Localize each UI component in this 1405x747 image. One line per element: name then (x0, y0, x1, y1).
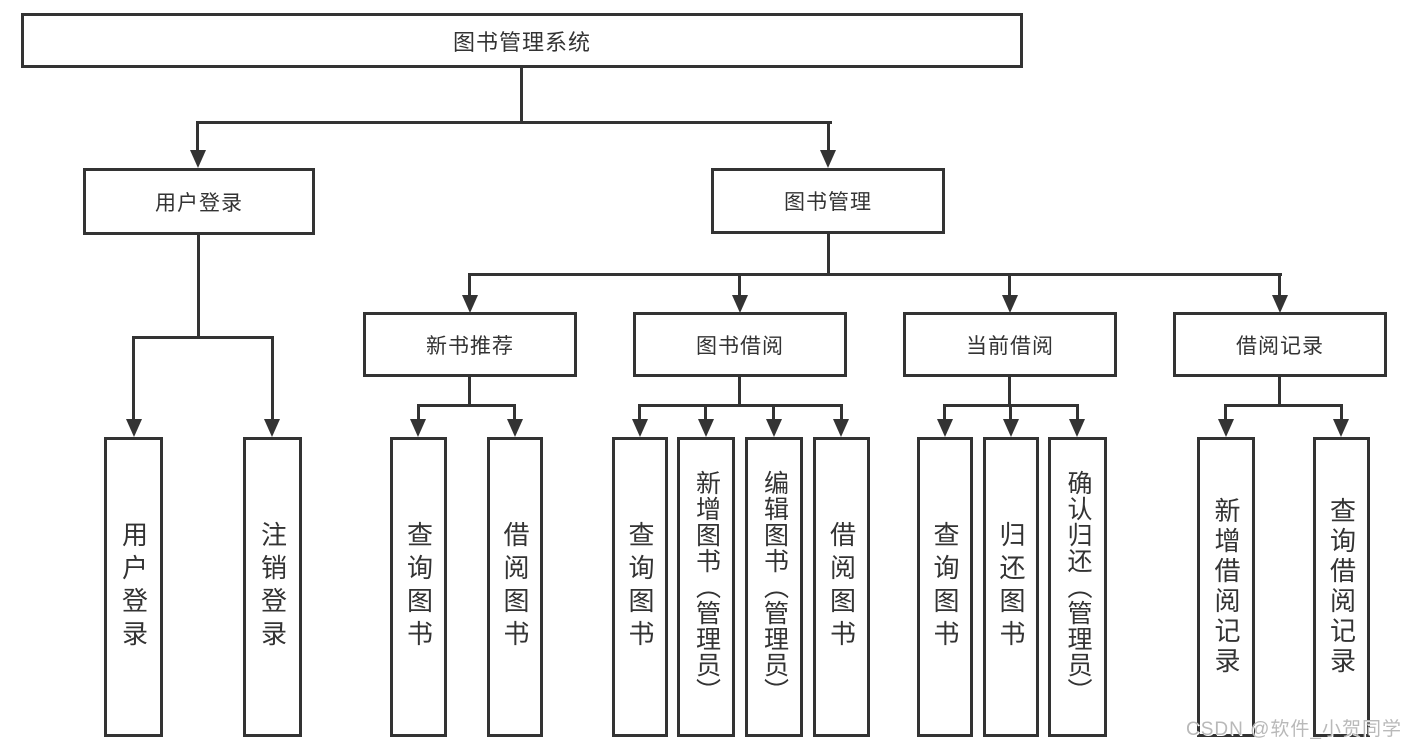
arrow-down-icon (1069, 419, 1085, 437)
watermark: CSDN @软件_小贺同学 (1186, 719, 1402, 740)
node-current-borrow: 当前借阅 (903, 312, 1117, 377)
leaf-query-books-current: 查询图书 (917, 437, 973, 737)
connector-group-stem (468, 273, 471, 295)
arrow-down-icon (820, 150, 836, 168)
arrow-down-icon (126, 419, 142, 437)
connector-group2-down (738, 375, 741, 407)
arrow-down-icon (632, 419, 648, 437)
arrow-down-icon (190, 150, 206, 168)
connector-leaf-stem (1076, 404, 1079, 420)
leaf-logout: 注销登录 (243, 437, 302, 737)
leaf-return-book: 归还图书 (983, 437, 1039, 737)
node-user-login: 用户登录 (83, 168, 315, 235)
connector-group1-hline (417, 404, 516, 407)
arrow-down-icon (732, 295, 748, 313)
connector-bookmgmt-hline (468, 273, 1282, 276)
arrow-down-icon (410, 419, 426, 437)
connector-group-stem (1278, 273, 1281, 295)
node-new-book-recommend: 新书推荐 (363, 312, 577, 377)
connector-bookmgmt-down (827, 232, 830, 276)
leaf-add-borrow-record: 新增借阅记录 (1197, 437, 1255, 737)
connector-userlogin-hline (132, 336, 274, 339)
connector-leaf-stem (1340, 404, 1343, 420)
arrow-down-icon (264, 419, 280, 437)
connector-leaf-stem (417, 404, 420, 420)
node-borrow-records: 借阅记录 (1173, 312, 1387, 377)
leaf-borrow-books-borrow: 借阅图书 (813, 437, 870, 737)
connector-leaf-stem (513, 404, 516, 420)
arrow-down-icon (1003, 419, 1019, 437)
arrow-down-icon (833, 419, 849, 437)
arrow-down-icon (507, 419, 523, 437)
connector-group4-down (1278, 375, 1281, 407)
connector-book-stem (827, 121, 830, 151)
leaf-edit-book-admin: 编辑图书（管理员） (745, 437, 803, 737)
leaf-confirm-return-admin: 确认归还（管理员） (1048, 437, 1107, 737)
arrow-down-icon (1002, 295, 1018, 313)
connector-group-stem (738, 273, 741, 295)
node-book-borrow: 图书借阅 (633, 312, 847, 377)
node-book-management: 图书管理 (711, 168, 945, 234)
arrow-down-icon (937, 419, 953, 437)
leaf-borrow-books-recommend: 借阅图书 (487, 437, 543, 737)
node-root: 图书管理系统 (21, 13, 1023, 68)
arrow-down-icon (1218, 419, 1234, 437)
arrow-down-icon (766, 419, 782, 437)
arrow-down-icon (698, 419, 714, 437)
connector-leaf-stem (943, 404, 946, 420)
leaf-add-book-admin: 新增图书（管理员） (677, 437, 735, 737)
connector-root-stem (520, 66, 523, 123)
connector-user-stem (196, 121, 199, 151)
connector-root-hline (196, 121, 832, 124)
connector-leaf-stem (704, 404, 707, 420)
arrow-down-icon (1333, 419, 1349, 437)
connector-leaf-stem (638, 404, 641, 420)
connector-group3-down (1008, 375, 1011, 407)
connector-leaf-stem (840, 404, 843, 420)
connector-leaf-stem (132, 336, 135, 420)
connector-leaf-stem (271, 336, 274, 420)
leaf-user-login: 用户登录 (104, 437, 163, 737)
connector-group4-hline (1224, 404, 1343, 407)
leaf-query-borrow-record: 查询借阅记录 (1313, 437, 1370, 737)
connector-group1-down (468, 375, 471, 407)
connector-leaf-stem (1009, 404, 1012, 420)
connector-group-stem (1008, 273, 1011, 295)
leaf-query-books-recommend: 查询图书 (390, 437, 447, 737)
arrow-down-icon (1272, 295, 1288, 313)
connector-leaf-stem (772, 404, 775, 420)
arrow-down-icon (462, 295, 478, 313)
connector-userlogin-down (197, 233, 200, 338)
connector-leaf-stem (1224, 404, 1227, 420)
connector-group2-hline (638, 404, 843, 407)
leaf-query-books-borrow: 查询图书 (612, 437, 668, 737)
